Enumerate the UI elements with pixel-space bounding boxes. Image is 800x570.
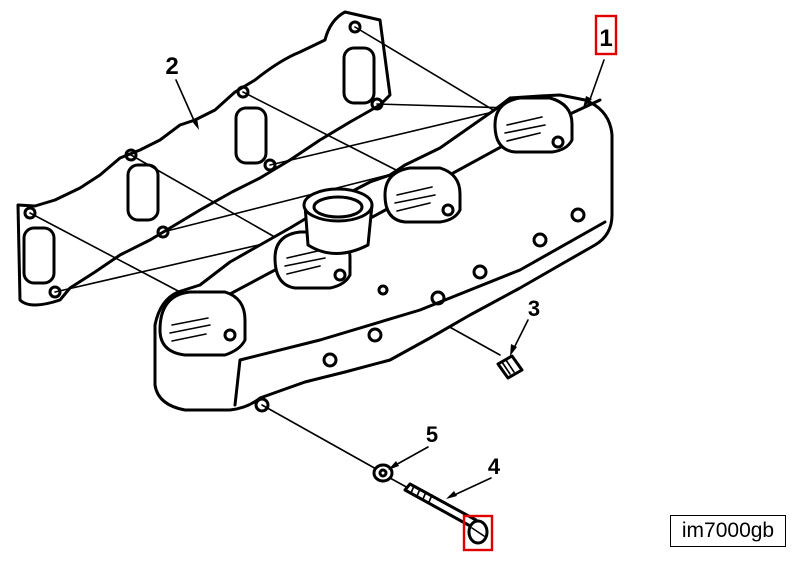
callout-2-label: 2 <box>165 53 178 80</box>
washer-part-5 <box>372 463 394 483</box>
exhaust-manifold <box>153 93 614 413</box>
callout-labels: 1 2 3 4 5 <box>165 14 618 552</box>
gasket <box>16 10 392 307</box>
callout-3-label: 3 <box>528 296 540 321</box>
callout-1-label: 1 <box>599 25 612 52</box>
plug-part-3 <box>496 354 524 380</box>
bolt-part-4 <box>403 482 489 545</box>
figure-id-label: im7000gb <box>670 515 786 547</box>
alignment-lines <box>29 26 561 523</box>
callout-5-label: 5 <box>426 422 438 447</box>
callout-1-highlight <box>594 14 618 56</box>
callout-4-label: 4 <box>488 454 501 479</box>
leader-lines <box>175 59 605 499</box>
part-4-head-highlight <box>462 514 494 552</box>
